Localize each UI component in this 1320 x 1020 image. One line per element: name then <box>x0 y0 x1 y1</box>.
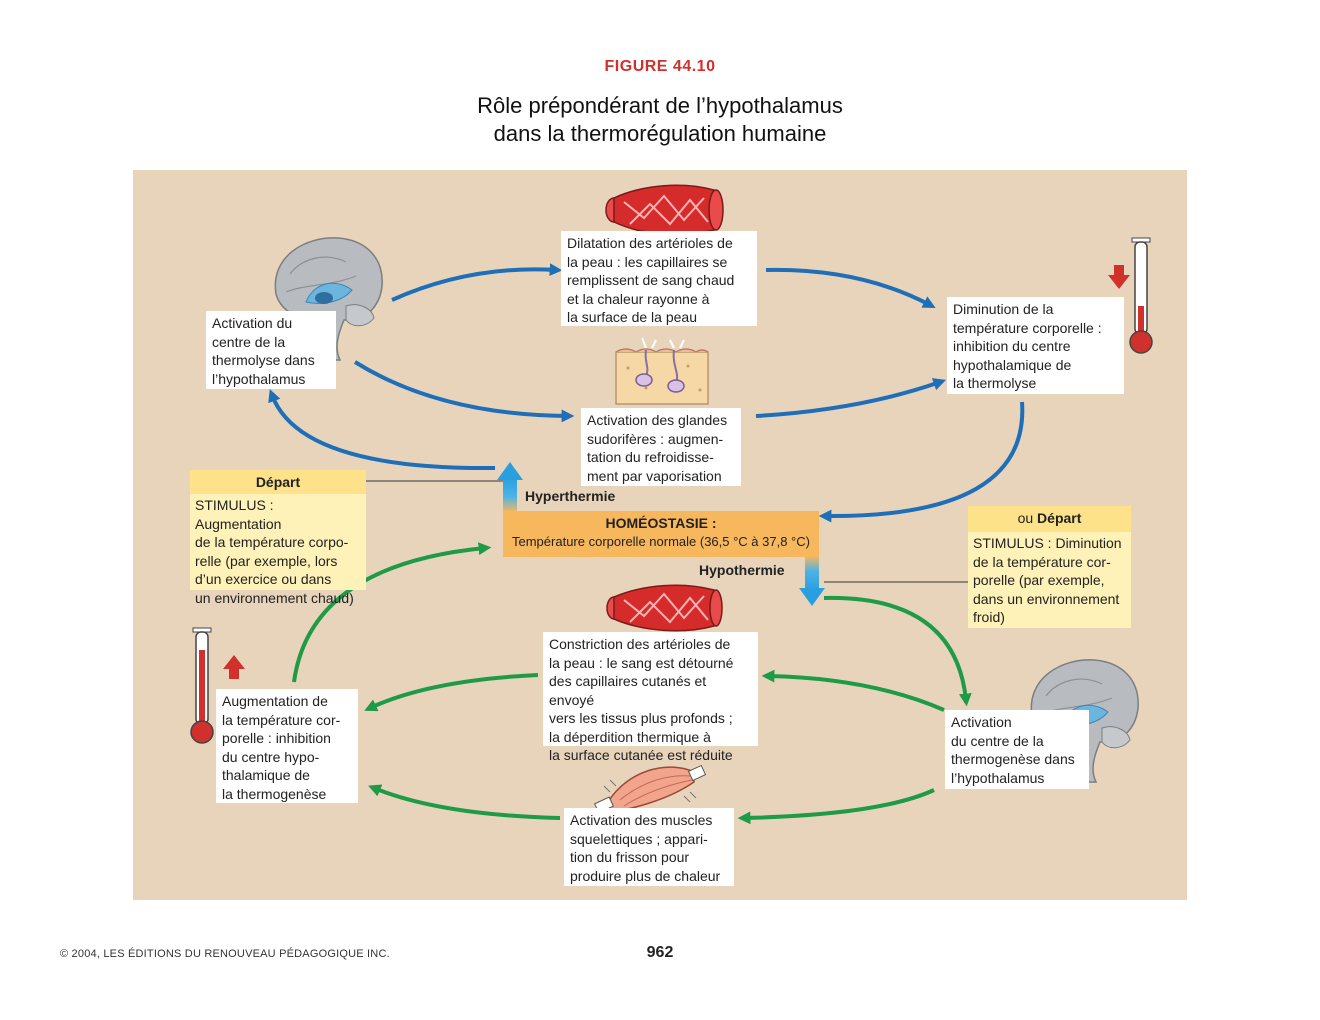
box-sweat-glands: Activation des glandes sudorifères : aug… <box>581 408 741 486</box>
start-right-stimulus: STIMULUS : Diminution de la température … <box>968 532 1131 628</box>
arrow-brain-to-constriction <box>761 669 945 712</box>
arrow-brain-to-dilatation <box>391 263 563 302</box>
box-dilatation: Dilatation des artérioles de la peau : l… <box>561 231 757 326</box>
sweat-gland-icon <box>615 337 709 405</box>
arrow-brain-to-sweat <box>353 360 575 423</box>
box-line: la surface de la peau <box>567 309 697 325</box>
box-thermolyse-center: Activation du centre de la thermolyse da… <box>206 311 336 389</box>
arrow-muscles-to-increase <box>368 784 561 820</box>
box-constriction: Constriction des artérioles de la peau :… <box>543 632 758 763</box>
figure-title: Rôle prépondérant de l’hypothalamus dans… <box>0 92 1320 148</box>
stimulus-line: de la température cor- <box>973 553 1111 570</box>
box-line: la déperdition thermique à <box>549 728 711 745</box>
box-line: squelettiques ; appari- <box>570 830 708 847</box>
box-line: inhibition du centre <box>953 338 1071 354</box>
stimulus-line: d’un exercice ou dans <box>195 571 332 587</box>
dilated-vessel-icon <box>605 184 724 236</box>
box-thermogenese-center: Activation du centre de la thermogenèse … <box>945 710 1089 789</box>
box-line: température corporelle : <box>953 319 1102 336</box>
box-line: du centre de la <box>951 732 1044 749</box>
box-line: la peau : les capillaires se <box>567 253 728 270</box>
thermometer-hot-icon <box>190 627 214 744</box>
stimulus-line: relle (par exemple, lors <box>195 552 338 569</box>
start-right-heading: ou Départ <box>968 506 1131 532</box>
stimulus-line: STIMULUS : Augmentation <box>195 497 282 532</box>
down-arrow-red-icon <box>1108 265 1130 289</box>
box-muscles: Activation des muscles squelettiques ; a… <box>564 808 734 886</box>
box-line: Dilatation des artérioles de <box>567 235 733 251</box>
arrow-hyperthermia-to-brain <box>268 389 496 471</box>
box-line: ment par vaporisation <box>587 467 722 484</box>
box-line: thermolyse dans <box>212 352 315 368</box>
hypothermia-label: Hypothermie <box>699 562 785 578</box>
stimulus-line: de la température corpo- <box>195 534 349 550</box>
hyperthermia-label: Hyperthermie <box>525 488 616 504</box>
box-line: Diminution de la <box>953 301 1054 317</box>
box-line: hypothalamique de <box>953 356 1072 373</box>
arrow-hypothermia-to-brain <box>823 595 972 707</box>
box-line: Activation des glandes <box>587 412 728 428</box>
box-line: remplissent de sang chaud <box>567 272 735 288</box>
hypothermia-arrow <box>799 556 825 606</box>
box-line: l’hypothalamus <box>212 370 306 387</box>
title-line-1: Rôle prépondérant de l’hypothalamus <box>477 93 843 118</box>
start-right-heading-text: Départ <box>1037 510 1082 526</box>
box-line: Activation des muscles <box>570 812 713 828</box>
box-temp-decrease: Diminution de la température corporelle … <box>947 297 1124 394</box>
box-line: l’hypothalamus <box>951 769 1045 786</box>
skeletal-muscle-icon <box>593 764 707 814</box>
box-line: thermogenèse dans <box>951 751 1075 767</box>
box-line: porelle : inhibition <box>222 730 331 746</box>
box-line: et la chaleur rayonne à <box>567 290 710 307</box>
box-line: la thermogenèse <box>222 785 327 802</box>
box-line: vers les tissus plus profonds ; <box>549 710 733 726</box>
homeostasis-subtitle: Température corporelle normale (36,5 °C … <box>512 534 810 549</box>
stimulus-line: porelle (par exemple, <box>973 572 1105 588</box>
homeostasis-title: HOMÉOSTASIE : <box>605 515 717 531</box>
start-right-prefix: ou <box>1017 510 1038 526</box>
arrow-dilatation-to-decrease <box>765 267 936 308</box>
thermometer-cold-icon <box>1129 237 1153 354</box>
box-line: sudorifères : augmen- <box>587 430 724 447</box>
figure-label: FIGURE 44.10 <box>604 58 716 75</box>
page-number: 962 <box>646 944 674 961</box>
constricted-vessel-icon <box>606 584 723 632</box>
arrow-sweat-to-decrease <box>755 378 947 418</box>
stimulus-line: froid) <box>973 609 1005 625</box>
box-line: thalamique de <box>222 767 310 783</box>
box-line: Activation <box>951 714 1012 730</box>
arrow-brain-to-muscles <box>737 788 935 825</box>
box-line: du centre hypo- <box>222 748 320 765</box>
box-line: Constriction des artérioles de <box>549 636 731 652</box>
box-line: des capillaires cutanés et envoyé <box>549 673 707 708</box>
box-line: tation du refroidisse- <box>587 449 714 465</box>
box-line: tion du frisson pour <box>570 849 690 865</box>
stimulus-line: un environnement chaud) <box>195 589 354 606</box>
box-line: Augmentation de <box>222 693 328 709</box>
homeostasis-box: HOMÉOSTASIE : Température corporelle nor… <box>503 511 819 557</box>
box-line: centre de la <box>212 333 286 350</box>
start-left-heading: Départ <box>190 470 366 494</box>
start-left-stimulus: STIMULUS : Augmentation de la températur… <box>190 494 366 606</box>
brain-icon-top <box>274 237 383 361</box>
stimulus-line: STIMULUS : Diminution <box>973 535 1122 551</box>
hyperthermia-arrow <box>497 462 523 512</box>
box-line: produire plus de chaleur <box>570 867 721 884</box>
box-line: la surface cutanée est réduite <box>549 747 733 763</box>
arrow-increase-to-homeostasis <box>292 542 492 683</box>
title-line-2: dans la thermorégulation humaine <box>493 121 827 146</box>
up-arrow-red-icon <box>223 655 245 679</box>
box-line: la thermolyse <box>953 375 1037 391</box>
box-line: la peau : le sang est détourné <box>549 654 734 671</box>
stimulus-line: dans un environnement <box>973 590 1120 607</box>
arrow-constriction-to-increase <box>364 673 539 712</box>
box-line: Activation du <box>212 315 293 331</box>
arrow-decrease-to-homeostasis <box>818 401 1025 523</box>
copyright: © 2004, LES ÉDITIONS DU RENOUVEAU PÉDAGO… <box>60 948 390 960</box>
box-temp-increase: Augmentation de la température cor- pore… <box>216 689 358 803</box>
box-line: la température cor- <box>222 711 341 728</box>
